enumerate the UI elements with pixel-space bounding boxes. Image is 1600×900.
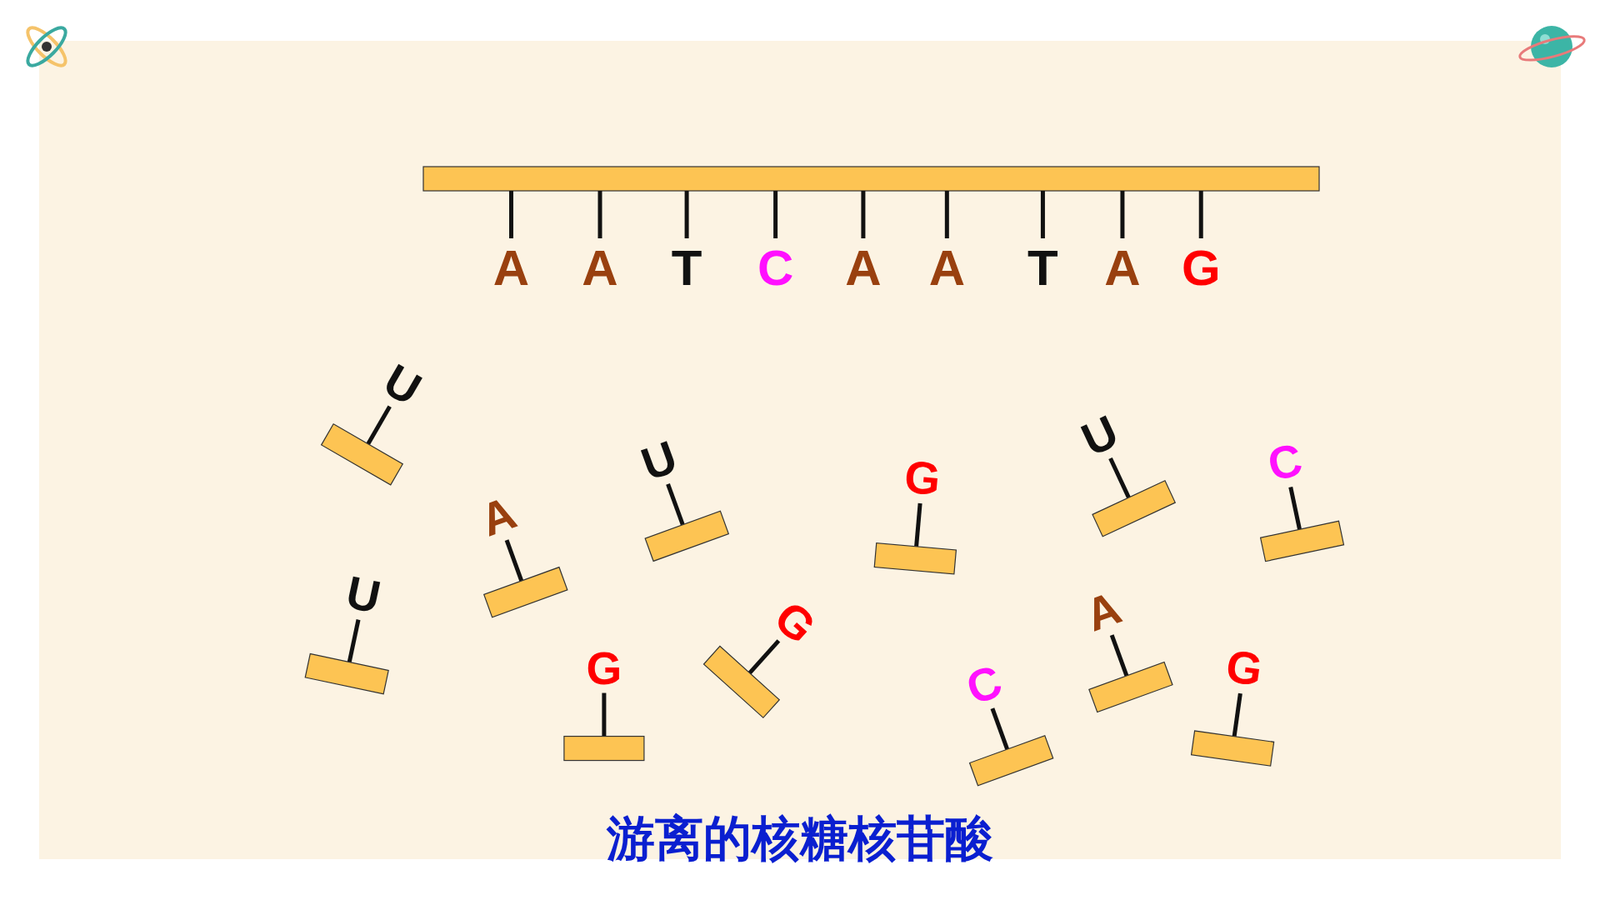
base-letter: A: [929, 243, 965, 294]
ribonucleotide: [469, 526, 568, 618]
base-letter: G: [586, 645, 623, 691]
ribonucleotide: [305, 611, 398, 695]
base-letter: A: [845, 243, 881, 294]
base-letter: T: [671, 243, 703, 294]
free-nucleotides: [305, 386, 1344, 786]
dna-strand-backbone: [423, 166, 1320, 191]
base-stick: [945, 190, 950, 239]
base-letter: G: [902, 454, 942, 504]
ribonucleotide: [955, 695, 1054, 786]
base-letter: G: [1223, 643, 1265, 694]
strand-sticks: [510, 190, 1201, 239]
base-letter: T: [1027, 243, 1059, 294]
planet-icon: [1517, 25, 1586, 68]
ribonucleotide: [564, 693, 645, 761]
base-stick: [1040, 190, 1045, 239]
base-stick: [773, 190, 778, 239]
base-stick: [598, 190, 603, 239]
base-stick: [509, 190, 514, 239]
base-letter: G: [1181, 243, 1221, 294]
ribonucleotide: [1191, 688, 1280, 767]
base-letter: A: [1104, 243, 1140, 294]
ribonucleotide: [1074, 621, 1173, 713]
ribonucleotide: [1074, 441, 1175, 537]
ribonucleotide: [874, 500, 960, 575]
base-stick: [1199, 190, 1204, 239]
base-letter: C: [757, 243, 794, 294]
ribonucleotide: [1251, 478, 1345, 561]
base-stick: [1120, 190, 1125, 239]
atom-icon: [22, 22, 71, 71]
ribonucleotide: [630, 470, 729, 561]
background-panel: [39, 40, 1561, 860]
base-letter: A: [493, 243, 530, 294]
base-stick: [860, 190, 865, 239]
caption: 游离的核糖核苷酸: [0, 812, 1600, 866]
base-letter: A: [581, 243, 618, 294]
base-stick: [685, 190, 690, 239]
